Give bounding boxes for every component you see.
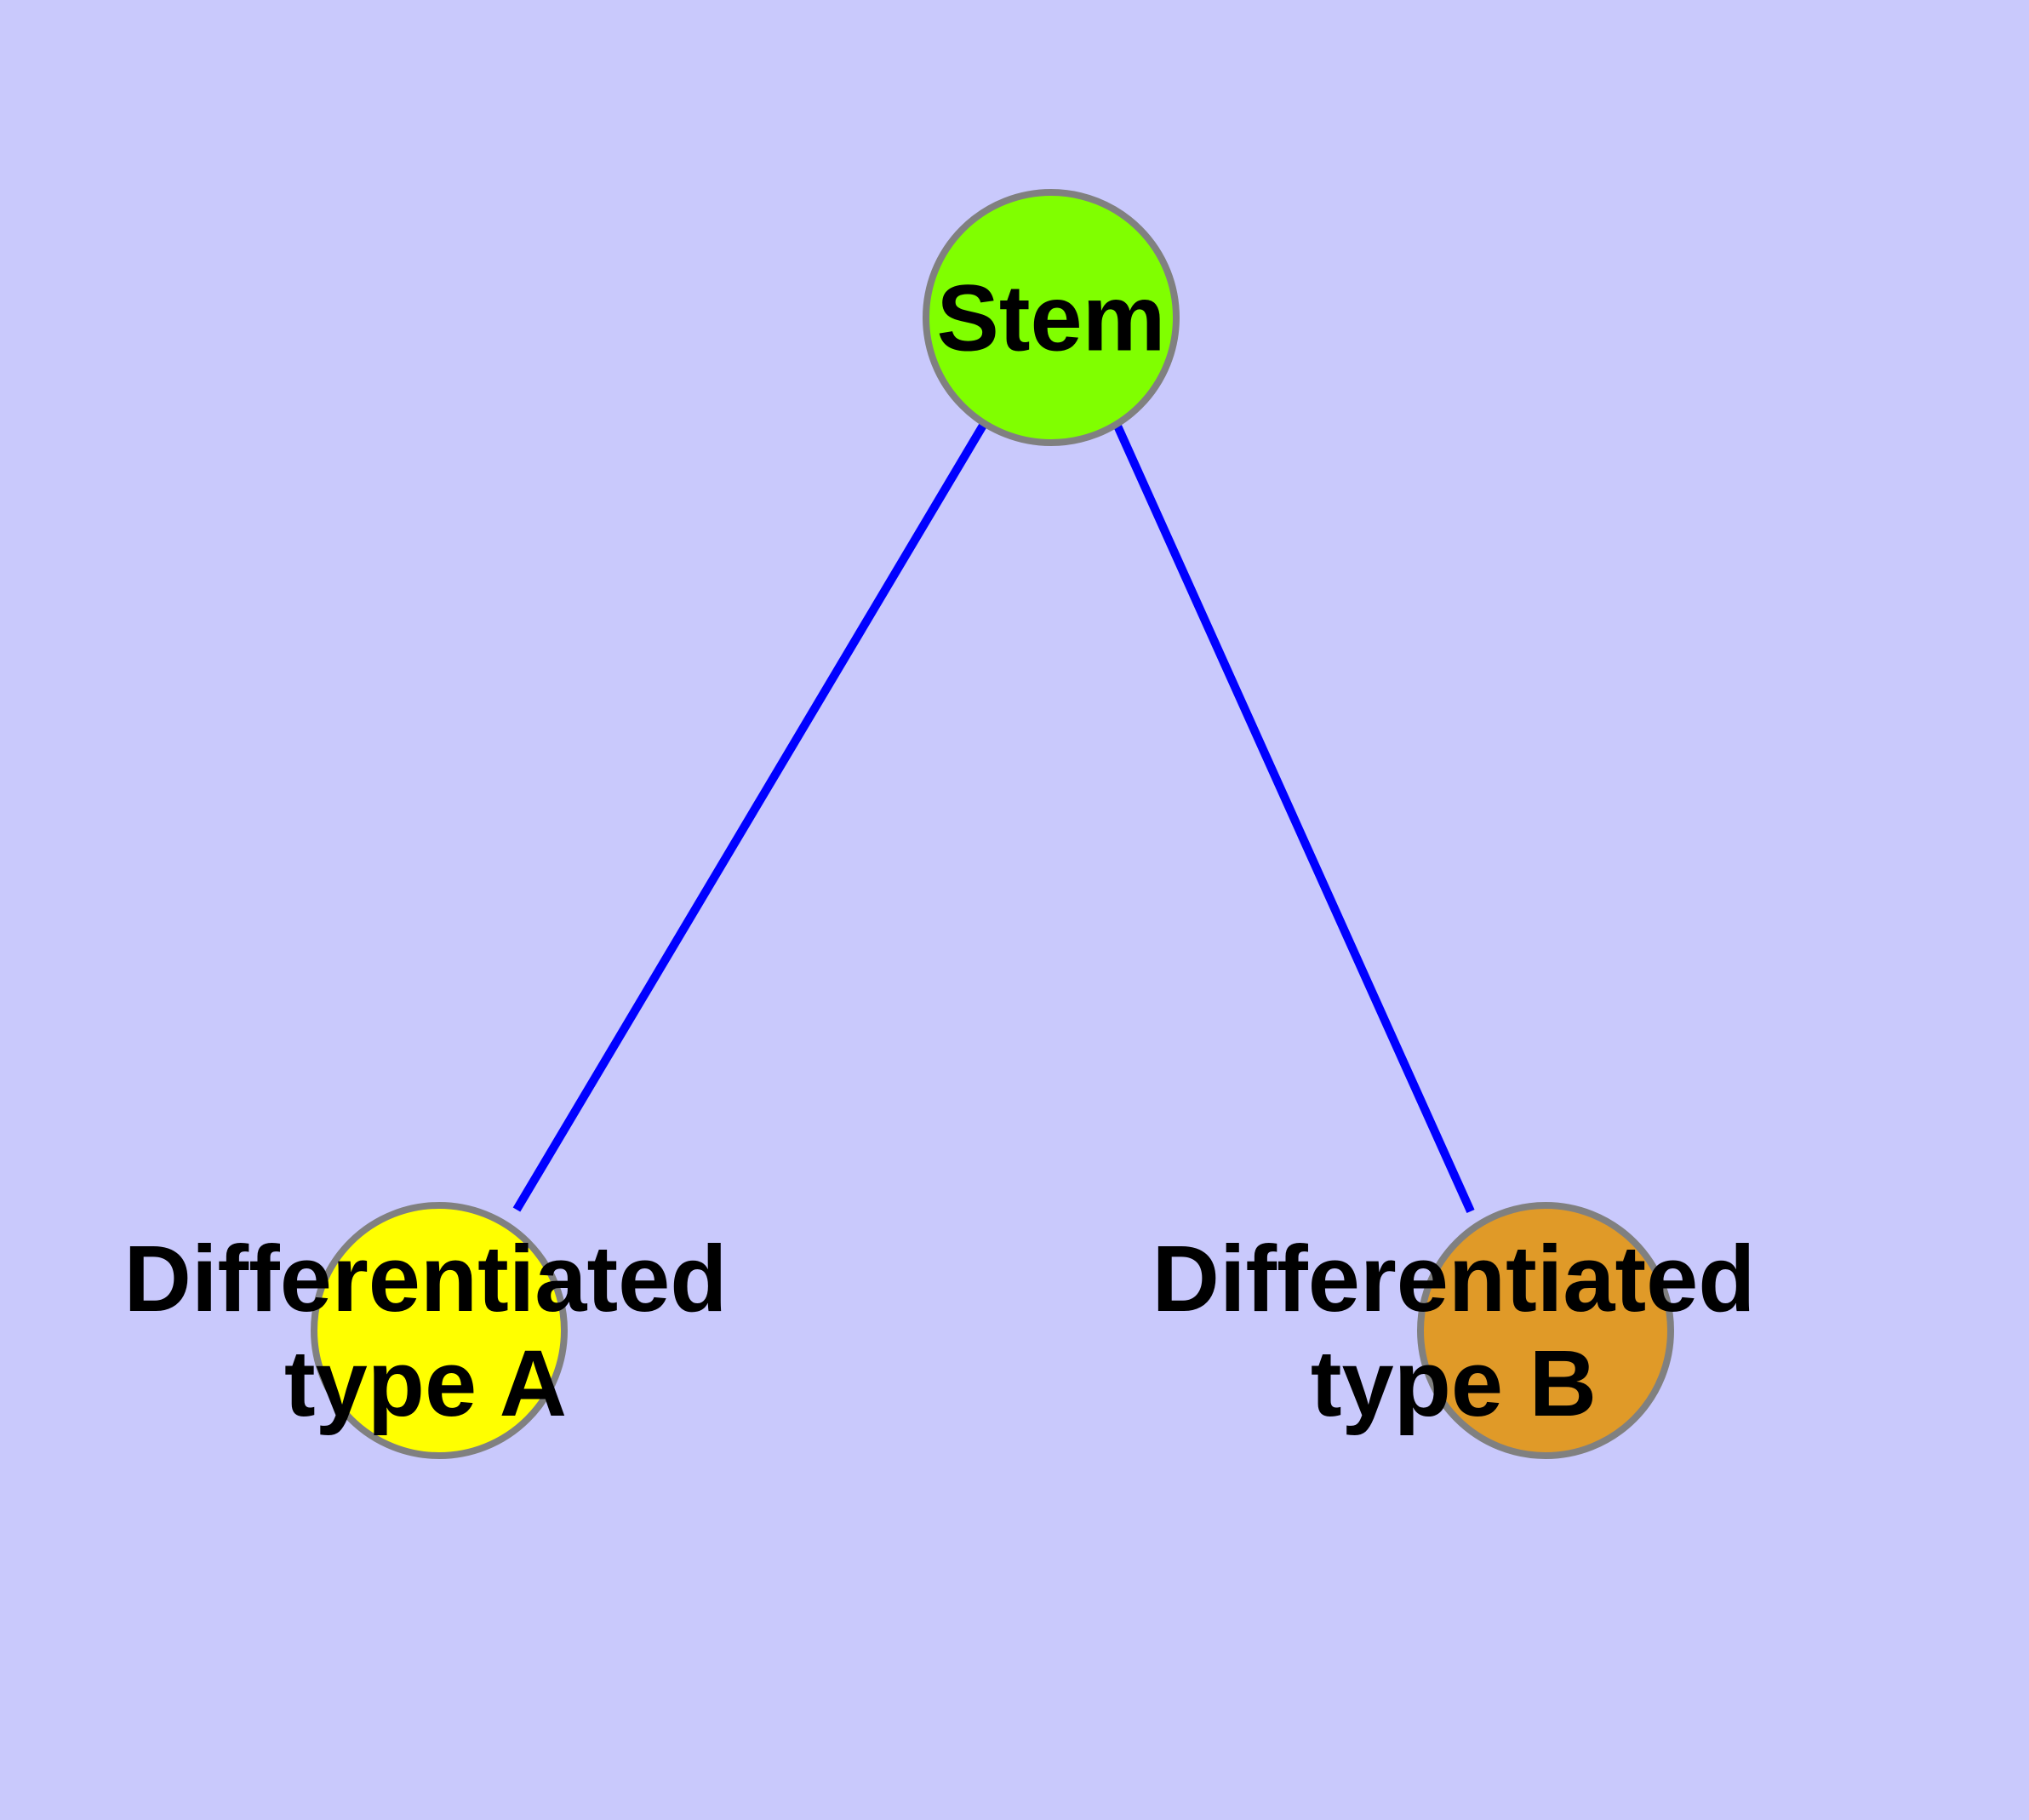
node-stem[interactable] <box>923 189 1180 446</box>
nodes-layer <box>311 189 1674 1459</box>
edges-layer <box>512 421 1475 1214</box>
node-label-line: type A <box>284 1331 567 1436</box>
node-label-line: Differentiated <box>124 1227 728 1331</box>
node-label-line: Differentiated <box>1152 1227 1756 1331</box>
node-label-line: Stem <box>937 266 1166 371</box>
edge-stem-to-diff-b <box>1112 421 1475 1214</box>
node-diff_b[interactable] <box>1417 1202 1674 1459</box>
node-label-line: type B <box>1311 1331 1597 1436</box>
edge-stem-to-diff-a <box>512 421 988 1212</box>
node-diff_a[interactable] <box>311 1202 568 1459</box>
node-label-stem: Stem <box>937 266 1166 371</box>
